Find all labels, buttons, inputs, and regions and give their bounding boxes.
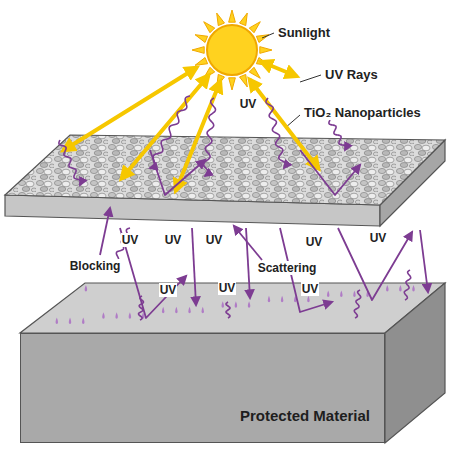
sun-ray-arrow [64,68,196,150]
sun-ray [240,13,248,26]
uv-wave-group [59,96,411,320]
sun-ray [204,22,215,33]
uv-droplet [115,312,118,319]
process-label: Blocking [69,259,122,273]
uv-droplet [307,296,310,303]
sun-ray [192,47,204,54]
uv-wave [266,98,286,168]
uv-droplet [201,307,204,314]
callout-label: TiO₂ Nanoparticles [303,106,422,120]
uv-droplet [82,318,85,325]
uv-droplet [102,312,105,319]
sun-ray [249,22,260,33]
sun-ray [217,13,225,26]
sun-ray [229,10,236,22]
uv-droplet [129,312,132,319]
leader-line [300,75,321,82]
uv-droplet [248,301,251,308]
leader-line [262,33,274,38]
blocking-arrow [100,208,110,255]
uv-droplet [162,307,165,314]
sun-ray-arrow [122,76,208,178]
sun-ray [260,47,272,54]
sun-ray [249,67,260,78]
uv-droplet [235,301,238,308]
uv-droplet [399,285,402,292]
material-block: Protected Material [20,333,385,443]
uv-droplet [188,307,191,314]
sun-ray [240,74,248,87]
uv-wave [226,302,230,318]
uv-wave [59,140,81,185]
uv-wave [354,290,360,318]
uv-scatter-arrow [338,228,412,300]
uv-label: UV [205,233,224,247]
uv-droplet [175,307,178,314]
sun-ray [195,58,208,66]
uv-droplet [340,290,343,297]
process-label: Scattering [257,261,318,275]
uv-label: UV [121,233,140,247]
uv-arrow [246,228,250,298]
uv-label: UV [239,97,258,111]
uv-label: UV [301,282,320,296]
uv-droplet [327,290,330,297]
callout-label: Sunlight [277,26,331,40]
block-side-face [385,283,445,443]
sun [207,25,257,75]
sun-ray [229,78,236,90]
sun-ray-arrow [250,80,318,168]
uv-wave [150,96,190,168]
uv-wave [329,120,346,150]
uv-droplet [268,296,271,303]
node-label: Protected Material [240,407,370,424]
uv-droplet [281,296,284,303]
sun-ray-arrow [262,62,296,76]
uv-arrow [192,228,196,305]
uv-droplet [85,285,88,292]
uv-label: UV [305,235,324,249]
sun-ray-arrow [176,82,220,190]
uv-label: UV [164,233,183,247]
uv-droplet [412,285,415,292]
uv-droplet [353,290,356,297]
yellow-arrow-group [64,62,318,190]
callout-label: UV Rays [324,68,379,82]
uv-label: UV [369,231,388,245]
uv-scatter-arrow [120,228,186,318]
uv-droplet [386,285,389,292]
uv-droplet [69,318,72,325]
uv-label: UV [218,281,237,295]
uv-label: UV [159,283,178,297]
uv-reflect-arrow [150,150,205,195]
uv-droplet [56,318,59,325]
uv-wave [139,296,144,320]
uv-wave [203,98,215,176]
scattering-arrow [234,226,262,260]
uv-arrow [420,230,428,292]
uv-reflect-arrow [300,150,360,195]
sun-ray [195,35,208,43]
uv-wave [404,270,410,300]
uv-arrow-group [100,150,428,318]
uv-droplet [221,301,224,308]
